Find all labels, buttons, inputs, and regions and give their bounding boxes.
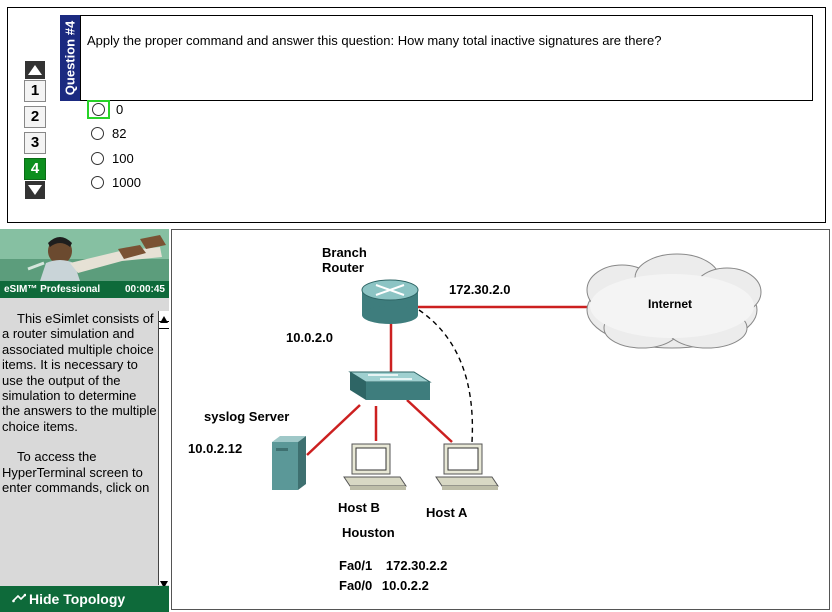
hide-topology-button[interactable]: Hide Topology	[0, 586, 169, 612]
switch-icon	[348, 371, 432, 400]
description-scrollbar[interactable]	[158, 311, 169, 588]
triangle-up-icon	[28, 65, 42, 75]
answer-option[interactable]: 1000	[88, 173, 141, 191]
triangle-down-icon	[160, 581, 168, 588]
radio-button[interactable]	[91, 175, 104, 189]
description-paragraph: This eSimlet consists of a router simula…	[2, 311, 157, 434]
router-icon	[361, 279, 419, 324]
link-switch-hosta	[406, 399, 453, 443]
console-cable	[418, 309, 474, 443]
lan-network-label: 10.0.2.0	[286, 330, 333, 345]
radio-button[interactable]	[91, 126, 104, 140]
host-b-label: Host B	[338, 500, 380, 515]
answer-option[interactable]: 0	[87, 99, 124, 119]
router-label-line: Branch	[322, 245, 367, 260]
interface-row: Fa0/1 172.30.2.2	[339, 558, 447, 573]
description-paragraph: To access the HyperTerminal screen to en…	[2, 449, 150, 496]
internet-cloud-icon	[586, 253, 762, 349]
host-a-computer-icon	[435, 443, 499, 490]
interface-ip: 10.0.2.2	[381, 578, 429, 593]
description-panel[interactable]: This eSimlet consists of a router simula…	[2, 311, 157, 577]
site-label: Houston	[342, 525, 395, 540]
interface-name: Fa0/1	[339, 558, 373, 573]
radio-button[interactable]	[91, 151, 104, 165]
nav-question-1[interactable]: 1	[24, 80, 46, 102]
nav-down-button[interactable]	[25, 181, 45, 199]
timer: 00:00:45	[124, 284, 165, 295]
interface-name: Fa0/0	[339, 578, 373, 593]
syslog-server-icon	[272, 436, 306, 490]
question-number-tab: Question #4	[60, 15, 80, 101]
interface-row: Fa0/0 10.0.2.2	[339, 578, 429, 593]
question-number-label: Question #4	[62, 20, 78, 96]
answer-option-label: 1000	[112, 174, 141, 190]
answer-option-label: 100	[112, 150, 134, 166]
topology-diagram: Branch Router 172.30.2.0 10.0.2.0 Intern…	[171, 229, 830, 610]
scroll-down-arrow[interactable]	[159, 576, 169, 588]
answer-option-label: 82	[112, 125, 127, 141]
syslog-server-ip: 10.0.2.12	[188, 441, 243, 456]
topology-graphic	[272, 253, 762, 490]
answer-option-label: 0	[116, 101, 124, 117]
internet-label: Internet	[648, 297, 693, 311]
banner-image	[0, 229, 169, 281]
hide-topology-label: Hide Topology	[29, 591, 126, 607]
question-panel: Question #4 Apply the proper command and…	[7, 7, 826, 223]
nav-question-4[interactable]: 4	[24, 158, 46, 180]
banner-illustration	[0, 229, 169, 281]
syslog-server-label: syslog Server	[204, 409, 290, 424]
question-box: Apply the proper command and answer this…	[80, 15, 813, 101]
scroll-thumb[interactable]	[159, 321, 169, 329]
scroll-up-arrow[interactable]	[159, 311, 169, 323]
wan-network-label: 172.30.2.0	[449, 282, 511, 297]
nav-question-2[interactable]: 2	[24, 106, 46, 128]
interface-ip: 172.30.2.2	[385, 558, 448, 573]
host-a-label: Host A	[426, 505, 468, 520]
brand-bar: eSIM™ Professional 00:00:45	[0, 281, 169, 298]
topology-icon	[12, 592, 27, 606]
link-switch-syslog	[306, 404, 361, 456]
answer-option[interactable]: 82	[88, 124, 126, 142]
nav-question-3[interactable]: 3	[24, 132, 46, 154]
radio-button[interactable]	[92, 102, 105, 116]
nav-up-button[interactable]	[25, 61, 45, 79]
host-b-computer-icon	[343, 443, 407, 490]
router-label-line: Router	[322, 260, 364, 275]
triangle-down-icon	[28, 185, 42, 195]
sidebar: eSIM™ Professional 00:00:45 This eSimlet…	[0, 229, 169, 612]
brand-label: eSIM™ Professional	[4, 284, 101, 295]
router-label: Branch Router	[322, 245, 367, 275]
answer-option[interactable]: 100	[88, 149, 134, 167]
question-text: Apply the proper command and answer this…	[87, 33, 662, 48]
focus-ring	[87, 99, 110, 119]
